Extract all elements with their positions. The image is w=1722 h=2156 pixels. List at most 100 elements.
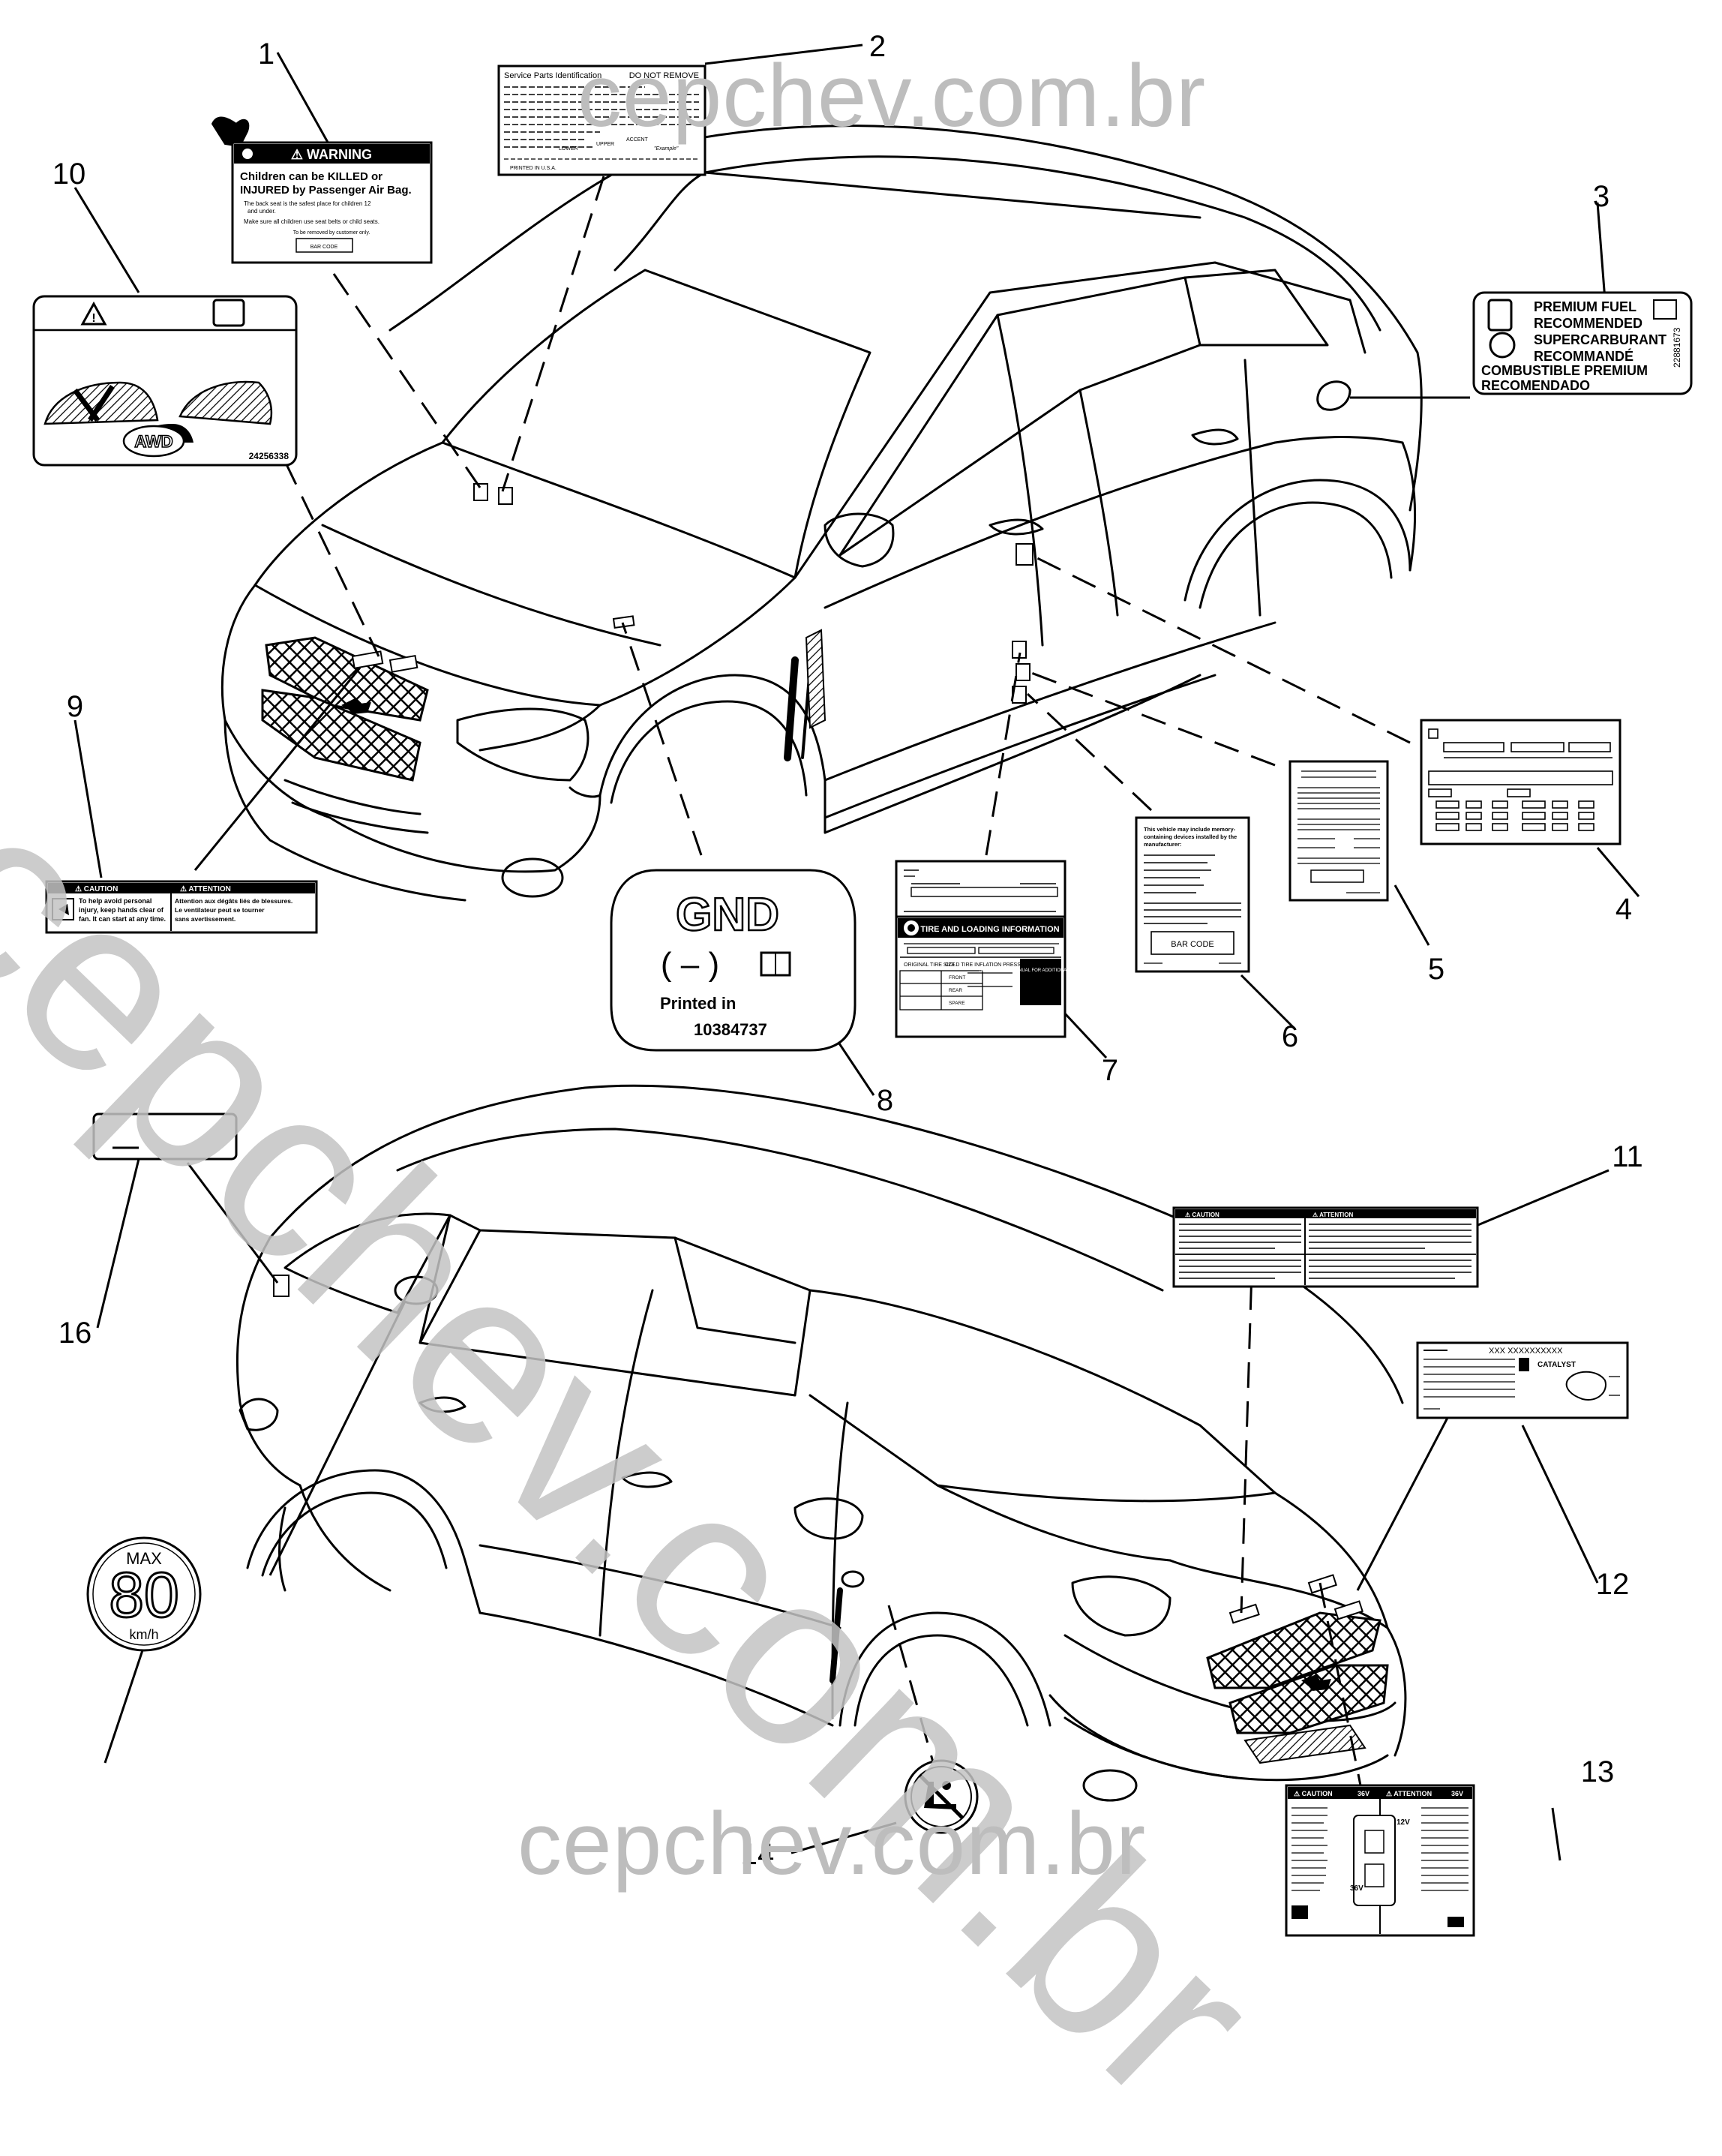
label-3-line6: RECOMENDADO	[1481, 378, 1590, 393]
label-3-premium-fuel: PREMIUM FUEL RECOMMENDED SUPERCARBURANT …	[1472, 291, 1693, 395]
label-5-info	[1288, 760, 1389, 902]
leader-lines	[74, 44, 1640, 1861]
warning-triangle-icon	[80, 301, 107, 326]
label-6-line2: containing devices installed by the	[1144, 833, 1237, 840]
label-12-catalyst: CATALYST	[1538, 1361, 1576, 1369]
label-8-minus: ( – )	[661, 946, 719, 983]
callout-3: 3	[1593, 180, 1610, 213]
label-12-header: XXX XXXXXXXXXX	[1489, 1347, 1563, 1356]
callout-7: 7	[1102, 1054, 1118, 1087]
label-1-airbag-warning: ⚠ WARNING Children can be KILLED or INJU…	[211, 116, 433, 264]
label-11-caution: ⚠ CAUTION ⚠ ATTENTION	[1172, 1206, 1479, 1288]
label-7-col1: ORIGINAL TIRE SIZE	[904, 962, 956, 968]
fan-warning-icon	[52, 898, 74, 920]
label-8-ground: GND ( – ) Printed in 10384737	[610, 869, 856, 1052]
bowtie-emblem-lower	[1301, 1674, 1331, 1691]
label-diagram: 1 2 3 4 5 6 7 8 9 10 11 12 14 16 13 ⚠ WA…	[32, 30, 1693, 1937]
label-3-line1: PREMIUM FUEL	[1534, 299, 1636, 314]
engine-diagram-icon	[1565, 1371, 1606, 1401]
watermark-bottom: cepchev.com.br	[518, 1794, 1147, 1893]
label-7-spare: SPARE	[949, 1001, 965, 1006]
label-8-number: 10384737	[694, 1020, 767, 1039]
label-2-accent: ACCENT	[626, 137, 649, 143]
callout-14: 14	[741, 1838, 775, 1871]
callout-11: 11	[1612, 1140, 1643, 1173]
label-13-volt1: 12V	[1396, 1818, 1410, 1827]
premium-fuel-icon	[1489, 332, 1516, 359]
callout-1: 1	[258, 38, 274, 71]
label-13-v2: 36V	[1451, 1790, 1463, 1797]
label-2-example: "Example"	[654, 146, 679, 152]
label-6-line1: This vehicle may include memory-	[1144, 826, 1236, 833]
label-2-title: Service Parts Identification	[504, 71, 602, 80]
label-1-barcode: BAR CODE	[310, 245, 338, 250]
callout-12: 12	[1596, 1568, 1630, 1601]
label-9-fan-caution: ⚠ CAUTION ⚠ ATTENTION To help avoid pers…	[45, 880, 318, 934]
label-11-attention: ⚠ ATTENTION	[1312, 1212, 1354, 1218]
callout-4: 4	[1616, 893, 1632, 926]
manual-book-icon	[1653, 299, 1677, 320]
label-8-printed: Printed in	[660, 994, 736, 1013]
label-6-memory-devices: This vehicle may include memory- contain…	[1135, 816, 1250, 973]
label-8-gnd: GND	[676, 889, 779, 941]
label-1-bullet1: The back seat is the safest place for ch…	[244, 200, 371, 207]
label-14-child-seat	[904, 1759, 979, 1834]
label-9-fr1: Attention aux dégâts liés de blessures.	[175, 897, 292, 905]
label-6-line3: manufacturer:	[1144, 841, 1181, 848]
label-9-en2: injury, keep hands clear of	[79, 906, 164, 914]
label-10-code: 24256338	[249, 451, 290, 461]
label-13-hybrid-caution: ⚠ CAUTION 36V ⚠ ATTENTION 36V 12V 36V	[1285, 1784, 1475, 1937]
label-7-front: FRONT	[949, 975, 965, 980]
front-grille-lower	[1206, 1611, 1382, 1689]
label-3-line2: RECOMMENDED	[1534, 316, 1642, 331]
fender-vent	[805, 629, 826, 729]
callout-2: 2	[869, 30, 886, 63]
watermark-top: cepchev.com.br	[578, 47, 1207, 146]
callout-9: 9	[67, 690, 83, 723]
label-16-plate	[92, 1113, 238, 1161]
label-15-max: MAX	[126, 1549, 162, 1568]
label-2-lower: LOWER	[559, 146, 578, 152]
label-7-tire-loading: TIRE AND LOADING INFORMATION ORIGINAL TI…	[895, 860, 1102, 1038]
callout-5: 5	[1428, 953, 1444, 986]
label-10-awd: AWD	[134, 432, 172, 451]
callout-8: 8	[877, 1084, 893, 1117]
lower-grille	[261, 689, 422, 782]
label-7-col2: COLD TIRE INFLATION PRESSURE	[945, 962, 1032, 968]
child-seat-icon	[924, 1782, 956, 1809]
label-13-v1: 36V	[1358, 1790, 1370, 1797]
label-13-attention: ⚠ ATTENTION	[1386, 1790, 1432, 1797]
battery-diagram-icon	[1353, 1815, 1396, 1906]
bowtie-emblem	[341, 698, 371, 714]
lower-grille-lower	[1228, 1664, 1389, 1734]
label-3-line3: SUPERCARBURANT	[1534, 332, 1666, 347]
label-3-line4: RECOMMANDÉ	[1534, 348, 1634, 364]
car-towed-icon	[178, 380, 273, 425]
label-15-speed: 80	[109, 1560, 178, 1630]
manual-book-icon	[212, 299, 245, 327]
label-1-bullet1b: and under.	[248, 208, 276, 215]
callout-16: 16	[58, 1317, 92, 1350]
label-13-caution: ⚠ CAUTION	[1294, 1790, 1333, 1797]
label-12-catalyst: XXX XXXXXXXXXX CATALYST	[1416, 1341, 1629, 1419]
label-3-line5: COMBUSTIBLE PREMIUM	[1481, 363, 1648, 378]
label-9-fr2: Le ventilateur peut se tourner	[175, 906, 265, 914]
label-10-awd-tow: ! AWD 24256338	[32, 295, 298, 467]
label-15-unit: km/h	[129, 1627, 158, 1642]
label-7-title: TIRE AND LOADING INFORMATION	[920, 925, 1059, 934]
label-1-header: ⚠ WARNING	[291, 147, 372, 162]
label-13-volt2: 36V	[1350, 1884, 1364, 1893]
label-9-en1: To help avoid personal	[79, 897, 152, 905]
label-2-footer: PRINTED IN U.S.A.	[510, 166, 556, 171]
label-7-note: SEE OWNER'S MANUAL FOR ADDITIONAL INFORM…	[980, 968, 1102, 973]
label-1-line1: Children can be KILLED or	[240, 170, 382, 183]
label-2-service-parts-id: Service Parts Identification DO NOT REMO…	[497, 65, 706, 176]
callout-13-partial: 13	[1581, 1755, 1615, 1788]
fuel-pump-icon	[1487, 299, 1513, 332]
label-1-note: To be removed by customer only.	[293, 230, 370, 236]
upper-vehicle-outline	[220, 125, 1423, 902]
label-9-attention: ⚠ ATTENTION	[180, 885, 231, 893]
callout-6: 6	[1282, 1020, 1298, 1053]
label-15-max-speed: MAX 80 km/h	[86, 1536, 202, 1652]
label-11-caution: ⚠ CAUTION	[1185, 1212, 1220, 1218]
